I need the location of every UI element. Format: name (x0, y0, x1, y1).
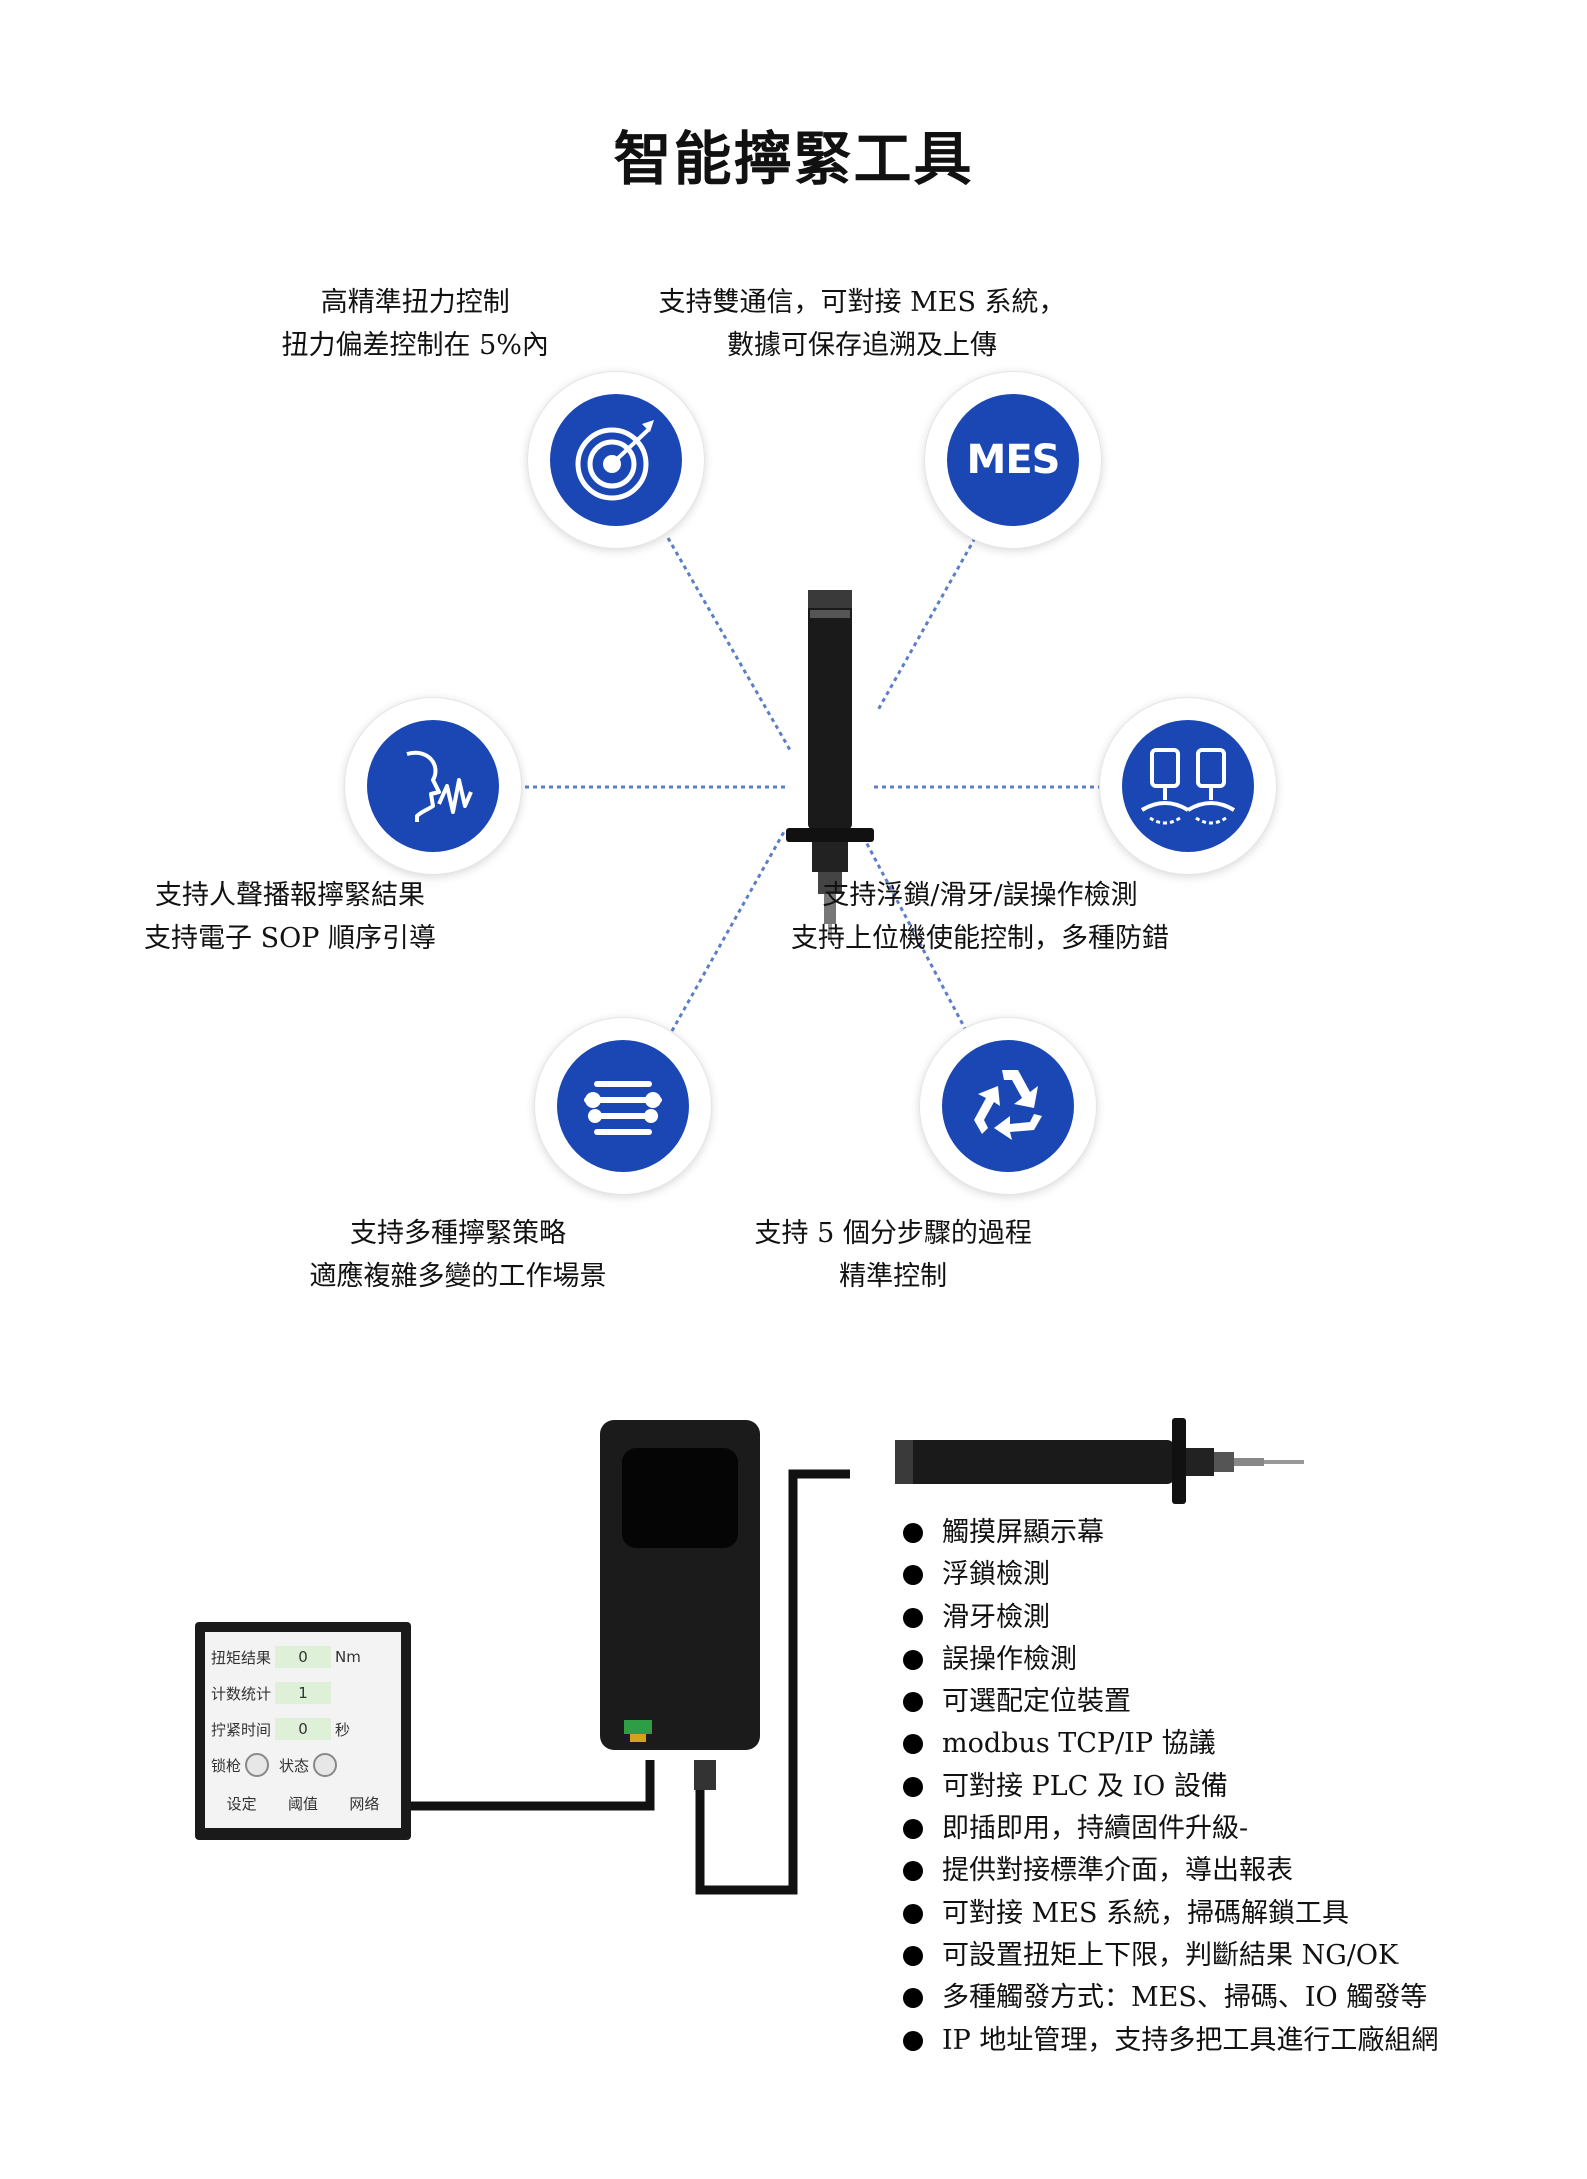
list-item: 浮鎖檢測 (900, 1554, 1438, 1596)
bullet-dot-icon (903, 1565, 923, 1586)
status-row: 锁枪 状态 (211, 1752, 347, 1778)
tightening-time-row: 拧紧时间 0 秒 (211, 1718, 351, 1740)
electric-screwdriver-horizontal (895, 1418, 1304, 1504)
floating-lock-detection-icon (1122, 720, 1254, 852)
feature-bottom-right: 支持 5 個分步驟的過程 精準控制 (754, 1218, 1032, 1292)
feature-diagram (525, 537, 1110, 1039)
recycle-icon-ring (920, 1018, 1096, 1194)
mes-icon-ring: MES (925, 372, 1101, 548)
mes-icon: MES (947, 394, 1079, 526)
feature-bullet-list: 觸摸屏顯示幕 浮鎖檢測 滑牙檢測 誤操作檢測 可選配定位裝置 modbus TC… (900, 1512, 1438, 2062)
screen-cable (410, 1760, 655, 1811)
voice-icon-ring (345, 698, 521, 874)
wrench-strategy-icon-ring (535, 1018, 711, 1194)
tab-network[interactable]: 网络 (349, 1794, 380, 1813)
feature-top-right: 支持雙通信，可對接 MES 系統， 數據可保存追溯及上傳 (658, 287, 1066, 361)
list-item: 滑牙檢測 (900, 1597, 1438, 1639)
bullet-dot-icon (903, 1819, 923, 1840)
bullet-dot-icon (903, 1776, 923, 1797)
bullet-dot-icon (903, 1988, 923, 2009)
controller-box (600, 1420, 760, 1790)
target-icon (550, 394, 682, 526)
feature-mid-right: 支持浮鎖/滑牙/誤操作檢測 支持上位機使能控制，多種防錯 (791, 880, 1169, 954)
voice-icon (367, 720, 499, 852)
torque-result-row: 扭矩结果 0 Nm (211, 1646, 361, 1668)
bullet-dot-icon (903, 2030, 923, 2051)
bullet-dot-icon (903, 1734, 923, 1755)
list-item: 觸摸屏顯示幕 (900, 1512, 1438, 1554)
list-item: 可對接 PLC 及 IO 設備 (900, 1766, 1438, 1808)
screen-tabs: 设定 阈值 网络 (211, 1790, 395, 1816)
touch-screen: 扭矩结果 0 Nm 计数统计 1 拧紧时间 0 秒 锁枪 状态 设定 阈值 网络 (205, 1632, 401, 1828)
electric-screwdriver-vertical (786, 590, 874, 940)
touch-screen-panel: 扭矩结果 0 Nm 计数统计 1 拧紧时间 0 秒 锁枪 状态 设定 阈值 网络 (195, 1622, 411, 1840)
bullet-dot-icon (903, 1523, 923, 1543)
list-item: modbus TCP/IP 協議 (900, 1723, 1438, 1765)
list-item: 多種觸發方式：MES、掃碼、IO 觸發等 (900, 1977, 1438, 2019)
list-item: 可選配定位裝置 (900, 1681, 1438, 1723)
bullet-dot-icon (903, 1607, 923, 1628)
target-icon-ring (528, 372, 704, 548)
list-item: IP 地址管理，支持多把工具進行工廠組網 (900, 2020, 1438, 2062)
bullet-dot-icon (903, 1945, 923, 1966)
tool-cable (695, 1469, 850, 1895)
status-indicator[interactable] (313, 1753, 338, 1777)
wrench-strategy-icon (557, 1040, 689, 1172)
dotted-connectors (525, 537, 1110, 1039)
list-item: 提供對接標準介面，導出報表 (900, 1850, 1438, 1892)
feature-top-left: 高精準扭力控制 扭力偏差控制在 5%內 (281, 287, 549, 361)
bullet-dot-icon (903, 1649, 923, 1670)
count-statistics-row: 计数统计 1 (211, 1680, 335, 1706)
bullet-dot-icon (903, 1861, 923, 1882)
lock-indicator[interactable] (245, 1753, 270, 1777)
tab-threshold[interactable]: 阈值 (287, 1794, 318, 1813)
bullet-dot-icon (903, 1903, 923, 1924)
list-item: 誤操作檢測 (900, 1639, 1438, 1681)
feature-bottom-left: 支持多種擰緊策略 適應複雜多變的工作場景 (309, 1218, 607, 1292)
list-item: 可對接 MES 系統，掃碼解鎖工具 (900, 1893, 1438, 1935)
tab-settings[interactable]: 设定 (226, 1794, 257, 1813)
floating-lock-detection-icon-ring (1100, 698, 1276, 874)
bullet-dot-icon (903, 1692, 923, 1713)
feature-mid-left: 支持人聲播報擰緊結果 支持電子 SOP 順序引導 (144, 880, 436, 954)
page-title: 智能擰緊工具 (613, 125, 974, 193)
list-item: 即插即用，持續固件升級- (900, 1808, 1438, 1850)
recycle-icon (942, 1040, 1074, 1172)
list-item: 可設置扭矩上下限，判斷結果 NG/OK (900, 1935, 1438, 1977)
